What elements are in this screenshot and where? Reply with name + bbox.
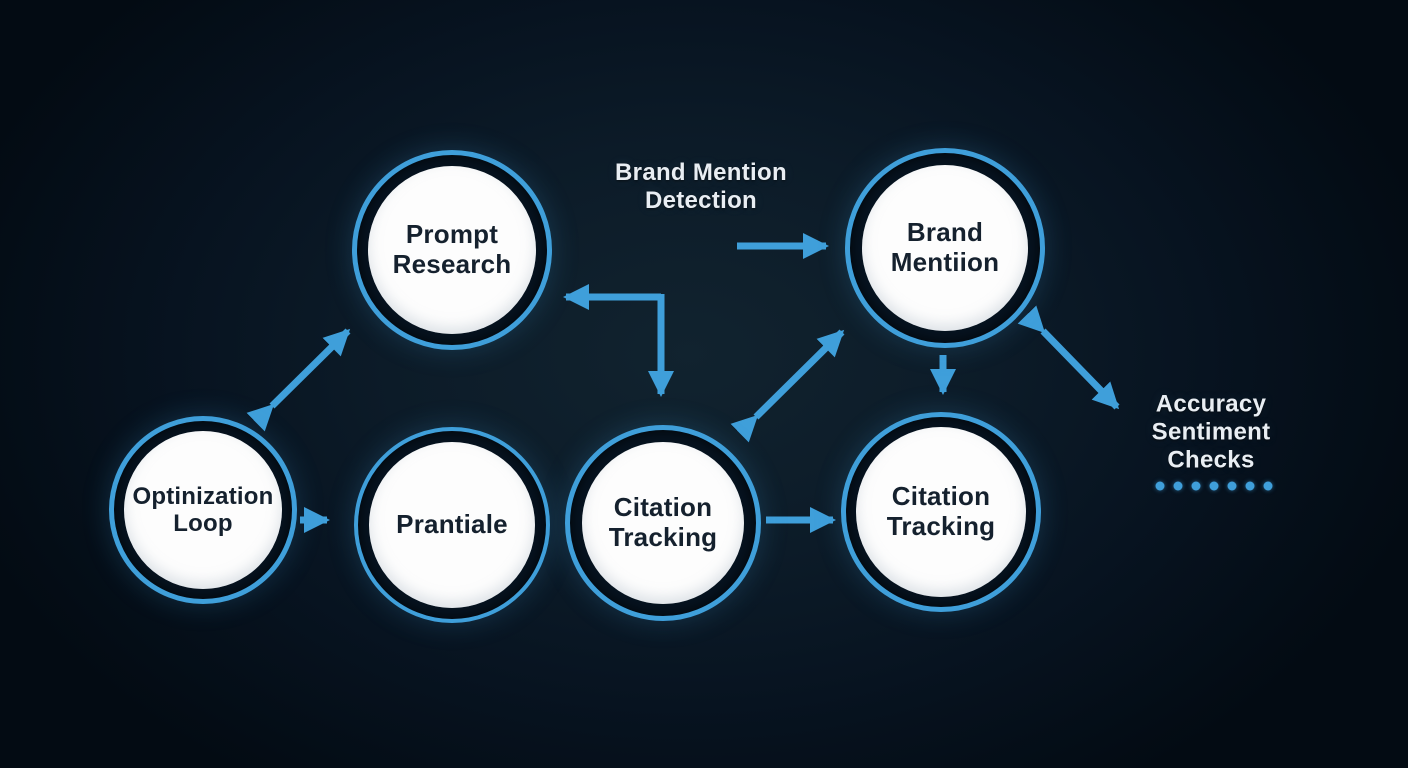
node-citation-tracking-center-label: Citation Tracking: [608, 492, 718, 552]
dot: [1227, 481, 1237, 491]
dot: [1245, 481, 1255, 491]
node-citation-tracking-center-face: Citation Tracking: [582, 442, 744, 604]
node-citation-tracking-right-face: Citation Tracking: [856, 427, 1026, 597]
arrow-optinization-prompt: [246, 328, 351, 432]
arrow-citation-brand: [730, 329, 845, 443]
dot: [1263, 481, 1273, 491]
node-citation-tracking-right-label: Citation Tracking: [886, 481, 996, 541]
node-optinization-loop-label: Optinization Loop: [132, 482, 274, 537]
node-prompt-research: Prompt Research: [352, 150, 552, 350]
node-optinization-loop-face: Optinization Loop: [124, 431, 282, 589]
dotted-line: [1155, 481, 1273, 491]
node-prantiale: Prantiale: [354, 427, 550, 623]
dot: [1191, 481, 1201, 491]
node-prantiale-face: Prantiale: [369, 442, 535, 608]
node-brand-mention: Brand Mentiion: [845, 148, 1045, 348]
node-brand-mention-face: Brand Mentiion: [862, 165, 1028, 331]
node-prompt-research-face: Prompt Research: [368, 166, 536, 334]
accuracy-checks-label: Accuracy Sentiment Checks: [1151, 390, 1271, 473]
node-citation-tracking-right: Citation Tracking: [841, 412, 1041, 612]
dot: [1209, 481, 1219, 491]
dot: [1173, 481, 1183, 491]
node-prantiale-label: Prantiale: [396, 509, 508, 540]
node-optinization-loop: Optinization Loop: [109, 416, 297, 604]
dot: [1155, 481, 1165, 491]
arrow-brand-accuracy: [1017, 305, 1120, 410]
node-brand-mention-label: Brand Mentiion: [890, 217, 1000, 277]
node-prompt-research-label: Prompt Research: [392, 219, 512, 279]
brand-mention-detection-label: Brand Mention Detection: [615, 159, 787, 214]
node-citation-tracking-center: Citation Tracking: [565, 425, 761, 621]
